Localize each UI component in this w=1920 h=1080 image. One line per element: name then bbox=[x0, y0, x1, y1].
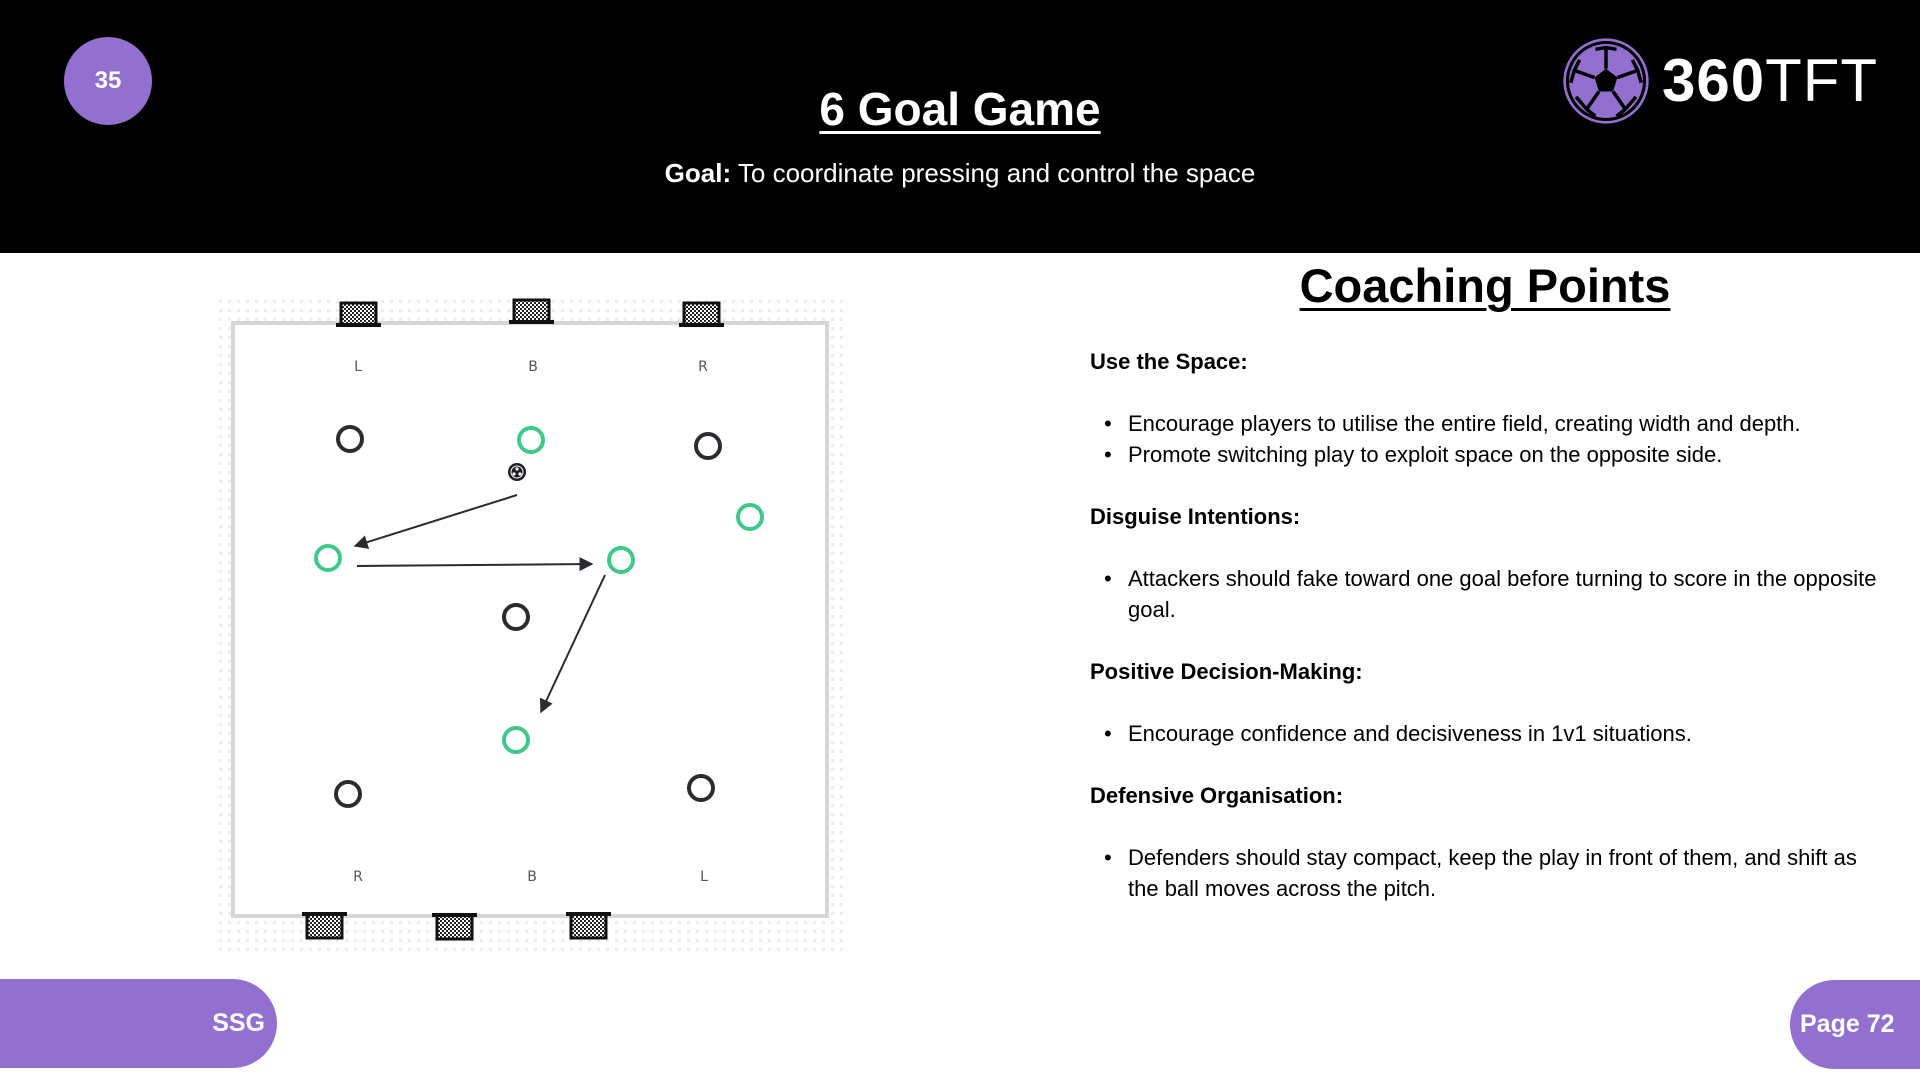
cp-section-disguise: Disguise Intentions: Attackers should fa… bbox=[1090, 501, 1880, 625]
pitch-diagram: L B R R B L bbox=[217, 295, 849, 955]
pass-arrow bbox=[353, 494, 518, 549]
cp-bullets: Encourage confidence and decisiveness in… bbox=[1090, 718, 1880, 749]
player-green bbox=[736, 503, 764, 531]
brand-wordmark-light: TFT bbox=[1765, 47, 1879, 114]
cp-bullets: Defenders should stay compact, keep the … bbox=[1090, 842, 1880, 904]
player-green bbox=[502, 726, 530, 754]
goal-label: Goal: bbox=[664, 158, 732, 188]
brand-wordmark: 360TFT bbox=[1662, 51, 1878, 111]
goal-icon bbox=[336, 301, 381, 327]
cp-bullet: Encourage players to utilise the entire … bbox=[1090, 408, 1880, 439]
ball-icon bbox=[508, 463, 526, 481]
slide-number-badge: 35 bbox=[64, 37, 152, 125]
player-dark bbox=[502, 603, 530, 631]
cp-bullet: Defenders should stay compact, keep the … bbox=[1090, 842, 1880, 904]
goal-statement: Goal: To coordinate pressing and control… bbox=[0, 158, 1920, 189]
brand-logo: 360TFT bbox=[1562, 37, 1878, 125]
pass-arrow bbox=[539, 574, 606, 714]
category-label: SSG bbox=[212, 1009, 265, 1037]
player-green bbox=[314, 544, 342, 572]
page-number-label: Page 72 bbox=[1800, 1010, 1895, 1038]
soccer-ball-icon bbox=[1563, 38, 1649, 124]
goal-label-bottom-center: B bbox=[527, 869, 537, 885]
player-green bbox=[517, 426, 545, 454]
cp-heading: Disguise Intentions: bbox=[1090, 504, 1301, 529]
slide-number: 35 bbox=[94, 67, 122, 94]
pitch-boundary bbox=[231, 321, 829, 918]
coaching-points-list: Use the Space: Encourage players to util… bbox=[1090, 346, 1880, 935]
goal-icon bbox=[432, 913, 477, 941]
goal-label-bottom-left: R bbox=[353, 869, 363, 885]
goal-label-top-right: R bbox=[698, 359, 708, 375]
cp-heading: Positive Decision-Making: bbox=[1090, 659, 1363, 684]
cp-bullet: Promote switching play to exploit space … bbox=[1090, 439, 1880, 470]
category-tag: SSG bbox=[0, 979, 277, 1068]
cp-bullets: Attackers should fake toward one goal be… bbox=[1090, 563, 1880, 625]
cp-section-use-space: Use the Space: Encourage players to util… bbox=[1090, 346, 1880, 470]
cp-heading: Use the Space: bbox=[1090, 349, 1248, 374]
player-dark bbox=[336, 425, 364, 453]
cp-section-decision: Positive Decision-Making: Encourage conf… bbox=[1090, 656, 1880, 749]
cp-bullet: Attackers should fake toward one goal be… bbox=[1090, 563, 1880, 625]
goal-label-top-center: B bbox=[528, 359, 538, 375]
goal-label-top-left: L bbox=[354, 359, 362, 375]
cp-section-defensive: Defensive Organisation: Defenders should… bbox=[1090, 780, 1880, 904]
cp-bullet: Encourage confidence and decisiveness in… bbox=[1090, 718, 1880, 749]
goal-label-bottom-right: L bbox=[700, 869, 708, 885]
coaching-points-title: Coaching Points bbox=[1299, 259, 1671, 312]
page-title: 6 Goal Game bbox=[819, 83, 1101, 135]
brand-wordmark-bold: 360 bbox=[1662, 47, 1766, 114]
cp-bullets: Encourage players to utilise the entire … bbox=[1090, 408, 1880, 470]
header-bar: 35 6 Goal Game Goal: To coordinate press… bbox=[0, 0, 1920, 253]
pass-arrow bbox=[356, 557, 594, 572]
goal-icon bbox=[679, 301, 724, 327]
player-dark bbox=[687, 774, 715, 802]
goal-icon bbox=[509, 298, 554, 324]
player-dark bbox=[334, 780, 362, 808]
player-green bbox=[607, 546, 635, 574]
goal-text: To coordinate pressing and control the s… bbox=[731, 158, 1256, 188]
pitch-svg: L B R R B L bbox=[217, 295, 849, 955]
goal-icon bbox=[302, 912, 347, 940]
page-number-tag: Page 72 bbox=[1790, 980, 1920, 1069]
cp-heading: Defensive Organisation: bbox=[1090, 783, 1344, 808]
player-dark bbox=[694, 432, 722, 460]
goal-icon bbox=[566, 912, 611, 940]
